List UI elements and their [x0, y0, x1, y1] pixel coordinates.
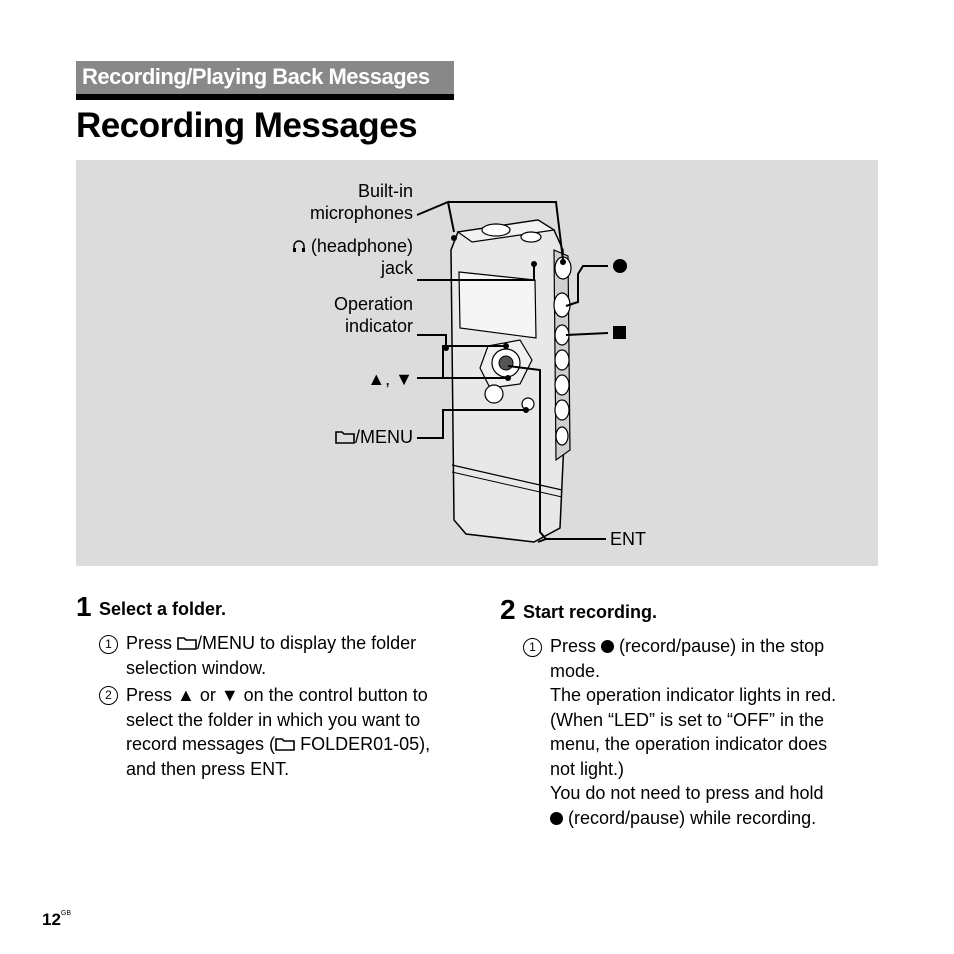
step-2-heading: Start recording. — [523, 602, 658, 622]
text-run: record messages ( — [126, 734, 276, 754]
text-run: select the folder in which you want to — [126, 709, 421, 730]
step-2-number: 2 — [500, 594, 516, 625]
text-run: menu, the operation indicator does — [550, 734, 828, 754]
label-menu: /MENU — [335, 426, 413, 448]
label-menu-text: /MENU — [355, 427, 413, 447]
label-ent: ENT — [610, 529, 646, 549]
text-run: The operation indicator lights in red. — [550, 685, 837, 705]
text-run: (record/pause) in the stop — [619, 636, 825, 656]
text-run: selection window. — [126, 657, 267, 678]
stop-icon — [613, 326, 626, 339]
label-headphone-text: (headphone) — [310, 236, 413, 256]
page-number: 12GB — [42, 910, 71, 930]
headphone-icon — [292, 240, 305, 252]
record-icon — [613, 259, 627, 273]
label-jack-text: jack — [380, 258, 413, 278]
label-operation-line1: Operation — [333, 294, 413, 314]
label-microphones: Built-in microphones — [310, 180, 413, 224]
page-number-suffix: GB — [60, 910, 72, 917]
section-title: Recording/Playing Back Messages — [82, 64, 430, 89]
text-run: (record/pause) while recording. — [568, 807, 817, 828]
label-operation-line2: indicator — [344, 316, 413, 336]
text-run: not light.) — [550, 758, 625, 779]
label-headphone-jack: (headphone) jack — [292, 235, 413, 279]
text-run: You do not need to press and hold — [550, 783, 824, 803]
step-2-sub-1-text: Press (record/pause) in the stop mode. T… — [550, 634, 880, 830]
label-operation-indicator: Operation indicator — [334, 293, 413, 337]
step-1-sub-2-text: Press ▲ or ▼ on the control button to se… — [126, 683, 466, 781]
folder-icon — [335, 431, 355, 444]
text-run: mode. — [550, 660, 601, 681]
record-icon — [601, 640, 615, 653]
step-1-number: 1 — [76, 591, 92, 622]
text-run: Press — [126, 633, 173, 653]
voice-recorder-illustration — [416, 200, 609, 543]
text-run: /MENU to display the folder — [197, 633, 417, 653]
label-microphones-line1: Built-in — [357, 181, 413, 201]
step-1-heading: Select a folder. — [99, 599, 227, 619]
folder-icon — [275, 738, 295, 751]
folder-icon — [177, 637, 197, 650]
text-run: (When “LED” is set to “OFF” in the — [550, 709, 825, 730]
text-run: Press ▲ or ▼ on the control button to — [126, 685, 428, 705]
text-run: and then press ENT. — [126, 758, 290, 779]
device-figure: Built-in microphones (headphone) jack Op… — [76, 160, 878, 566]
label-headphone-jack-line1: (headphone) — [292, 235, 413, 257]
record-icon — [550, 811, 563, 825]
step-2-sub-1-marker: 1 — [523, 638, 542, 657]
step-1-sub-1-text: Press /MENU to display the folder select… — [126, 631, 456, 680]
page-title: Recording Messages — [76, 106, 418, 145]
step-1-sub-2-marker: 2 — [99, 686, 118, 705]
label-up-down: ▲, ▼ — [367, 369, 413, 389]
text-run: FOLDER01-05), — [300, 734, 431, 754]
step-1-sub-1-marker: 1 — [99, 635, 118, 654]
section-rule — [76, 94, 454, 100]
section-header: Recording/Playing Back Messages — [76, 61, 454, 94]
text-run: Press — [550, 636, 597, 656]
label-microphones-line2: microphones — [309, 203, 413, 223]
page-number-text: 12 — [42, 910, 61, 929]
